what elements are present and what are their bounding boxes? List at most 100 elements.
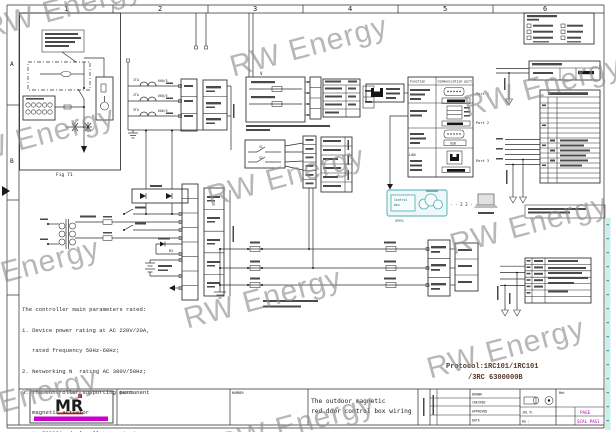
note-line: to RS232A, dual wall transmission;	[22, 430, 150, 432]
svg-text:1TA: 1TA	[133, 78, 139, 82]
svg-text:3TA: 3TA	[133, 108, 139, 112]
notes-block: The controller main parameters rated: 1.…	[22, 293, 150, 432]
drawing-title-line2: red door control box wiring	[311, 408, 412, 415]
dc-phase-block	[203, 187, 225, 297]
column-number: 5	[443, 5, 447, 13]
title-block: MR PROJECT NUMBER The outdoor magnetic r…	[19, 388, 604, 425]
rj45-jack-icon	[446, 150, 463, 165]
ground-arrow	[513, 309, 521, 317]
row-letter: B	[10, 158, 14, 165]
centerline-marker	[2, 186, 10, 196]
drawn-label: DRAWN	[472, 393, 482, 397]
svg-text:600/5: 600/5	[158, 79, 168, 83]
usb-label: USB	[450, 141, 456, 145]
fuse-symbol	[63, 104, 72, 110]
down-arrow	[81, 146, 87, 153]
pv-cells	[25, 102, 53, 115]
approved-label: APPROVED	[472, 410, 487, 414]
control-box	[390, 194, 416, 212]
scale-value: SCAL PAG1	[577, 419, 600, 424]
note-line: 2. Networking N rating AC 380V/50Hz;	[22, 367, 147, 375]
projection-icons	[523, 396, 554, 405]
scale-label: Ra :	[522, 420, 530, 424]
logo-text: MR	[55, 396, 83, 415]
fuse-symbol	[102, 235, 113, 241]
note-line: The controller main parameters rated:	[22, 305, 147, 313]
switch-box-group: S1 S2	[244, 135, 353, 269]
revision-strip-marks	[606, 224, 609, 422]
row-letter: A	[10, 61, 14, 68]
ground-arrow	[501, 309, 509, 317]
rj45-plug-icon	[371, 88, 383, 97]
svg-text:R2: R2	[169, 249, 173, 253]
coil-box-ref: V	[260, 71, 263, 76]
ct-row-2: 2TA 600/5	[128, 93, 181, 102]
switch-box	[244, 139, 286, 169]
communication-table: Function Communication port Port 1 Port …	[365, 76, 489, 190]
disconnect-switch	[77, 88, 85, 100]
cloud-icon	[418, 193, 443, 210]
logo-company-text	[34, 416, 108, 421]
note-line: 3. The controller supporting permanent	[22, 388, 150, 396]
rs485-pin-table	[497, 257, 592, 317]
port-annotation: Port 2	[476, 121, 489, 125]
relay-branch: R2	[155, 237, 182, 255]
transformer-symbol	[40, 215, 96, 249]
svg-text:S1: S1	[259, 145, 263, 149]
harness-table	[322, 78, 361, 118]
dashed-enclosure	[27, 61, 91, 91]
ground-arrow	[505, 98, 513, 106]
db9-connector-icon	[443, 87, 465, 96]
line-phase-block	[454, 242, 479, 292]
coil-box-group: V	[245, 71, 375, 131]
drawing-title-line1: The outdoor magnetic	[311, 398, 386, 405]
fuse-symbol	[102, 219, 113, 225]
column-number: 2	[158, 5, 162, 13]
surge-arresters	[71, 122, 92, 132]
pv-array-symbol	[22, 95, 56, 121]
logo-red-dot	[78, 394, 82, 398]
arrester-assembly	[95, 76, 114, 121]
wireless-link-text: · · 2 2 · · ·	[450, 202, 483, 207]
current-transformer-group: 1TA 600/5 2TA 600/5 3TA 600/5	[126, 13, 254, 150]
column-number: 6	[543, 5, 547, 13]
company-logo: MR	[29, 390, 114, 424]
ct-row-1: 1TA 600/5	[128, 78, 181, 87]
note-line: rated frequency 50Hz-60Hz;	[22, 347, 120, 355]
mat-label: Mat	[559, 391, 565, 395]
figure-caption: Fig 71	[56, 172, 73, 178]
ground-arrow	[509, 196, 517, 204]
legend-box	[523, 12, 595, 45]
svg-text:600/5: 600/5	[158, 94, 168, 98]
lan-label: LAN	[409, 153, 416, 157]
note-box	[524, 204, 606, 219]
note-line: 1. Device power rating at AC 220V/20A,	[22, 326, 150, 334]
svg-text:box: box	[394, 203, 400, 207]
table-header-left: Function	[410, 80, 425, 84]
svg-text:S2: S2	[259, 156, 263, 160]
page-value: PAGE	[580, 410, 591, 415]
protocol-stamp-line2: /3RC 6300000B	[468, 374, 523, 382]
power-supply-group: R2	[40, 129, 234, 301]
number-label: NUMBER	[232, 391, 244, 395]
pinout-table	[496, 89, 601, 204]
primary-circuit-box: Fig 71	[19, 12, 121, 178]
fused-lines-group	[214, 239, 479, 308]
revision-strip	[605, 218, 611, 430]
small-io-table	[496, 60, 601, 106]
opening-coil	[271, 101, 283, 107]
svg-text:Control: Control	[394, 198, 408, 202]
date-label: DATE	[472, 419, 480, 423]
column-number: 4	[348, 5, 352, 13]
phase-block	[202, 79, 228, 131]
table-header-right: Communication port	[438, 80, 473, 84]
db9-connector-icon	[443, 129, 465, 139]
closing-coil	[271, 86, 283, 92]
svg-text:2TA: 2TA	[133, 93, 139, 97]
down-arrow	[387, 184, 393, 190]
column-number: 3	[253, 5, 257, 13]
right-tables-group	[496, 12, 606, 317]
battery-symbol	[145, 259, 182, 277]
